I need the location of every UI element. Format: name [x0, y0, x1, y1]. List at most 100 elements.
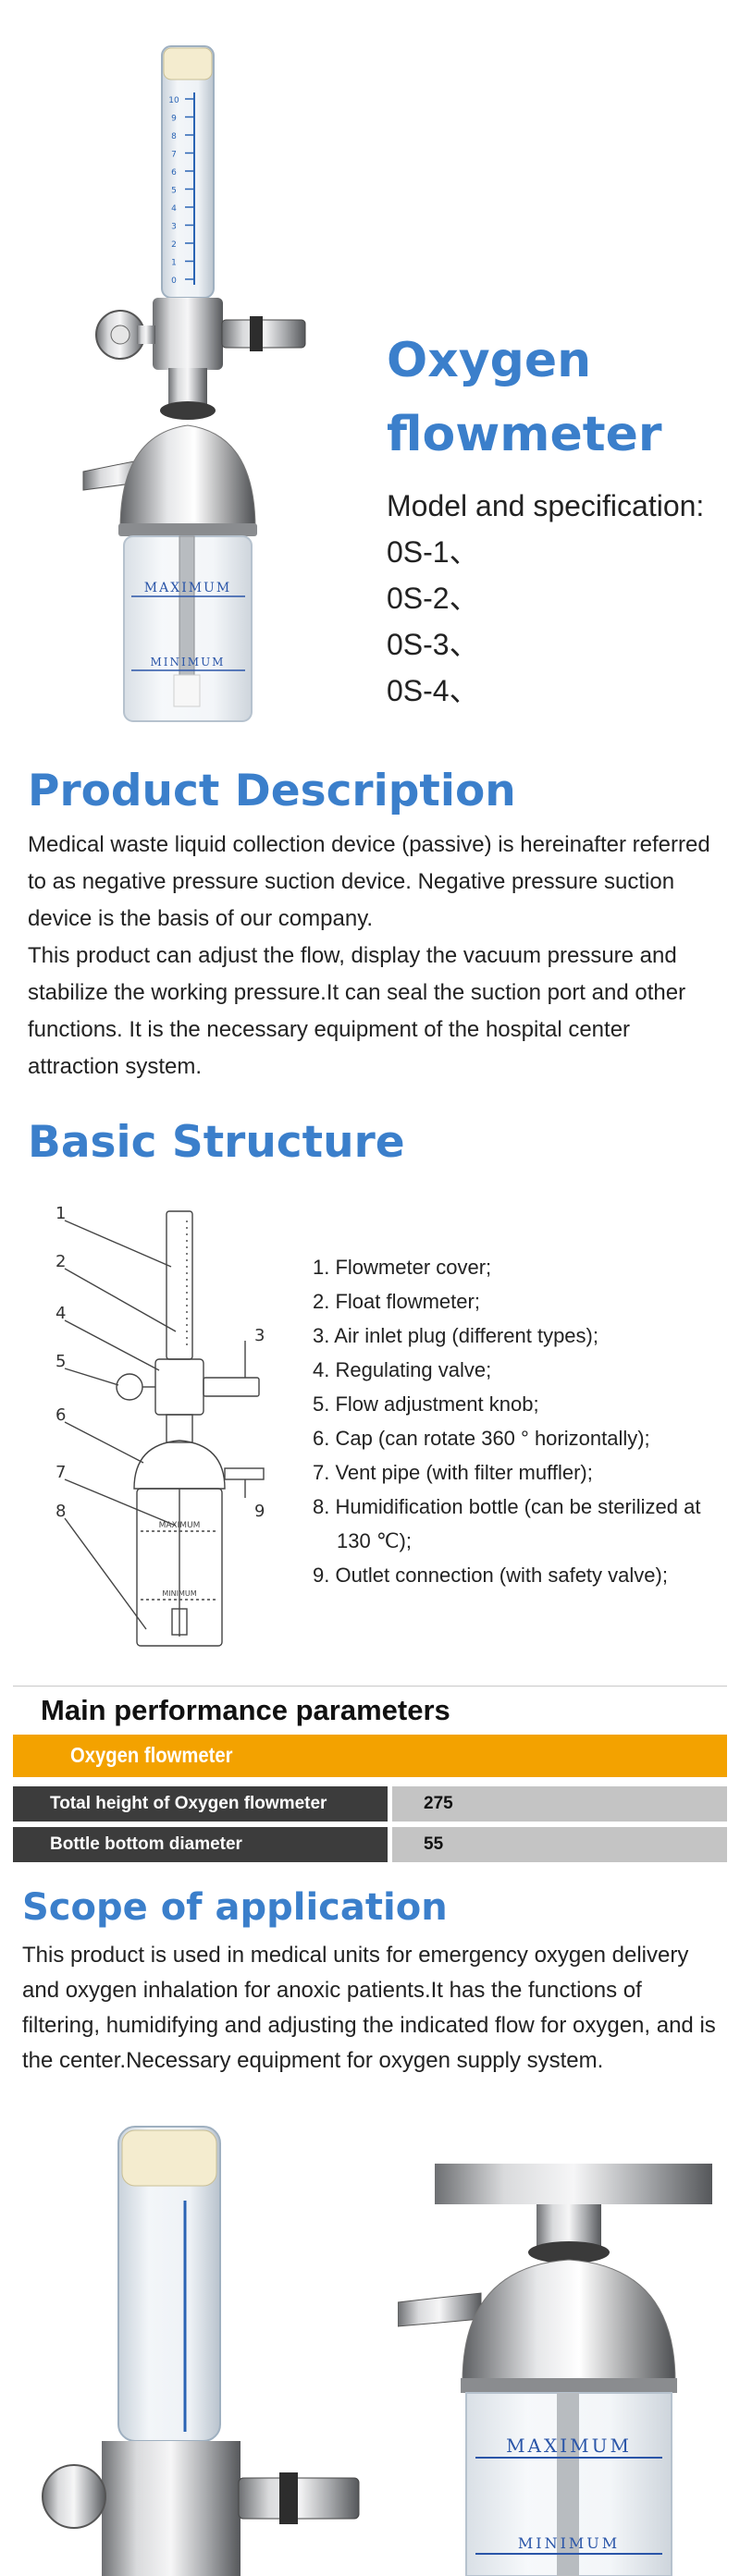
inlet-plug — [221, 319, 306, 349]
tube-scale: 0 1 2 3 4 5 6 7 8 9 10 — [168, 96, 194, 286]
diagram-number: 6 — [56, 1405, 66, 1425]
leader-line — [64, 1368, 119, 1386]
tube-scale-label: 0 — [171, 276, 177, 286]
closeup-inlet-band — [279, 2472, 298, 2524]
diagram-knob — [116, 1373, 143, 1401]
description-paragraph: This product can adjust the flow, displa… — [28, 943, 686, 1079]
tube-scale-label: 9 — [171, 115, 177, 124]
structure-part-item: 8. Humidification bottle (can be sterili… — [313, 1495, 701, 1552]
closeup-vent-pipe — [557, 2393, 579, 2576]
structure-part-item: 6. Cap (can rotate 360 ° horizontally); — [313, 1427, 650, 1450]
tube-scale-label: 4 — [171, 204, 177, 214]
leader-line — [64, 1268, 177, 1332]
structure-part-item: 9. Outlet connection (with safety valve)… — [313, 1564, 668, 1587]
neck-ring — [160, 401, 216, 420]
closeup-neck-ring — [528, 2241, 610, 2263]
section-divider — [13, 1686, 727, 1687]
performance-param-value: 55 — [392, 1827, 727, 1862]
performance-row: Total height of Oxygen flowmeter 275 — [13, 1786, 727, 1822]
model-item: 0S-1、 — [387, 535, 479, 569]
description-text: Medical waste liquid collection device (… — [28, 827, 722, 1086]
closeup-tube-cap — [121, 2129, 217, 2187]
flow-tube — [161, 45, 215, 299]
structure-part-item: 2. Float flowmeter; — [313, 1290, 480, 1313]
description-heading: Product Description — [28, 766, 516, 816]
leader-line — [64, 1220, 172, 1268]
diagram-inlet — [203, 1377, 260, 1397]
diagram-number: 5 — [56, 1352, 66, 1371]
tube-scale-label: 3 — [171, 223, 177, 232]
performance-heading: Main performance parameters — [41, 1694, 450, 1726]
performance-param-label: Bottle bottom diameter — [13, 1827, 388, 1862]
product-title-line1: Oxygen — [387, 333, 592, 388]
leader-line — [64, 1517, 147, 1630]
product-title-line2: flowmeter — [387, 407, 662, 462]
closeup-min-label: MINIMUM — [518, 2534, 620, 2552]
product-photo-oxygen-flowmeter: 0 1 2 3 4 5 6 7 8 9 10 MAXIMUM MINIMUM — [82, 45, 306, 722]
diagram-max-label: MAXIMUM — [159, 1521, 201, 1530]
closeup-dome — [462, 2259, 676, 2383]
diagram-neck — [166, 1414, 193, 1443]
diagram-number: 9 — [254, 1502, 265, 1521]
structure-part-item: 1. Flowmeter cover; — [313, 1256, 492, 1279]
structure-part-item: 7. Vent pipe (with filter muffler); — [313, 1461, 593, 1484]
tube-scale-label: 2 — [171, 240, 177, 250]
closeup-cap-rim — [461, 2378, 677, 2393]
leader-line — [64, 1319, 160, 1371]
closeup-knob — [42, 2464, 106, 2529]
performance-banner-label: Oxygen flowmeter — [70, 1743, 233, 1767]
diagram-number: 4 — [56, 1304, 66, 1323]
product-photo-flowmeter-closeup — [42, 2126, 360, 2576]
scope-heading: Scope of application — [22, 1886, 448, 1929]
tube-cap — [163, 47, 213, 80]
bottle-min-label: MINIMUM — [151, 656, 226, 669]
spec-block: Model and specification: 0S-1、 0S-2、 0S-… — [387, 483, 704, 714]
spec-label: Model and specification: — [387, 489, 705, 522]
bottle-cap-dome — [119, 424, 256, 530]
structure-part-item: 4. Regulating valve; — [313, 1358, 492, 1381]
closeup-max-label: MAXIMUM — [506, 2435, 632, 2457]
diagram-valve — [154, 1358, 204, 1416]
tube-scale-label: 7 — [171, 151, 177, 160]
diagram-outlet — [224, 1467, 265, 1480]
structure-diagram: MAXIMUM MINIMUM 1 2 3 4 5 6 7 8 9 — [56, 1204, 265, 1647]
model-item: 0S-2、 — [387, 582, 479, 615]
diagram-tube — [166, 1210, 193, 1360]
performance-row: Bottle bottom diameter 55 — [13, 1827, 727, 1862]
tube-scale-label: 8 — [171, 132, 177, 141]
diagram-number: 1 — [56, 1204, 66, 1223]
diagram-number: 2 — [56, 1252, 66, 1271]
closeup-inlet-plug — [238, 2477, 360, 2520]
diagram-number: 8 — [56, 1502, 66, 1521]
bottle-max-label: MAXIMUM — [144, 581, 231, 595]
tube-scale-label: 1 — [171, 259, 177, 268]
knob-shaft — [137, 325, 155, 344]
diagram-cap — [133, 1440, 226, 1490]
structure-part-item: 5. Flow adjustment knob; — [313, 1392, 539, 1416]
leader-line — [64, 1421, 144, 1464]
tube-scale-label: 10 — [168, 96, 179, 105]
diagram-number: 7 — [56, 1463, 66, 1482]
tube-scale-label: 6 — [171, 168, 177, 178]
inlet-plug-band — [250, 316, 263, 351]
closeup-valve-body — [102, 2441, 240, 2576]
tube-scale-label: 5 — [171, 187, 177, 196]
closeup-outlet-nozzle — [398, 2292, 482, 2327]
performance-param-value: 275 — [392, 1786, 727, 1822]
structure-part-item: 3. Air inlet plug (different types); — [313, 1324, 598, 1347]
closeup-top-plate — [435, 2164, 712, 2204]
diagram-filter — [171, 1608, 188, 1636]
filter-muffler — [173, 674, 201, 707]
knob-hub — [110, 325, 130, 345]
product-title: Oxygen flowmeter — [387, 324, 729, 472]
diagram-min-label: MINIMUM — [162, 1589, 196, 1598]
performance-param-label: Total height of Oxygen flowmeter — [13, 1786, 388, 1822]
performance-banner: Oxygen flowmeter — [13, 1735, 727, 1777]
structure-heading: Basic Structure — [28, 1117, 405, 1168]
description-paragraph: Medical waste liquid collection device (… — [28, 832, 710, 931]
leader-line — [64, 1478, 177, 1527]
structure-parts-list: 1. Flowmeter cover; 2. Float flowmeter; … — [313, 1250, 738, 1592]
scope-text: This product is used in medical units fo… — [22, 1943, 716, 2073]
cap-rim — [118, 523, 257, 536]
diagram-number: 3 — [254, 1326, 265, 1345]
